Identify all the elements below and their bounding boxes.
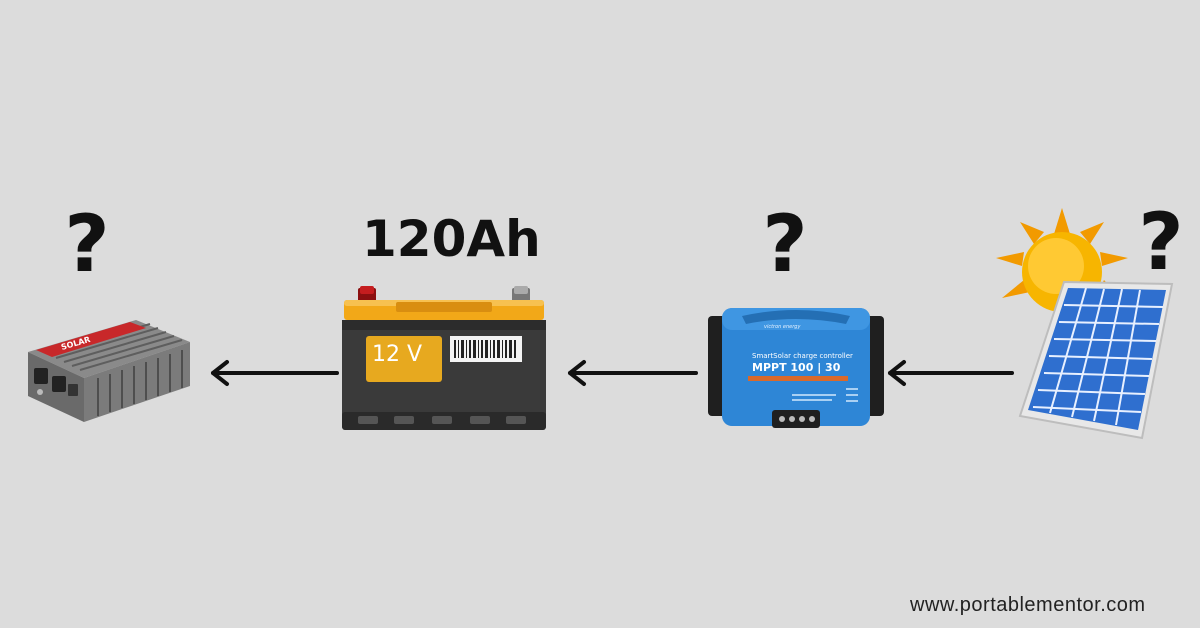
battery-icon xyxy=(342,286,546,430)
battery-capacity-label: 120Ah xyxy=(362,210,541,268)
controller-model-text: MPPT 100 | 30 xyxy=(752,361,841,374)
solar-panel-icon xyxy=(1018,280,1174,440)
arrow-left-icon xyxy=(888,360,1014,386)
solar-question-mark: ? xyxy=(1138,198,1184,288)
inverter-question-mark: ? xyxy=(64,200,110,290)
website-watermark: www.portablementor.com xyxy=(910,594,1146,616)
arrow-left-icon xyxy=(211,360,339,386)
inverter-icon: SOLAR xyxy=(28,320,190,422)
controller-line1-text: SmartSolar charge controller xyxy=(752,352,853,360)
controller-brand-text: victron energy xyxy=(764,324,801,330)
arrow-left-icon xyxy=(568,360,698,386)
charge-controller-icon xyxy=(708,308,884,428)
controller-question-mark: ? xyxy=(762,200,808,290)
battery-voltage-label: 12 V xyxy=(372,342,423,367)
